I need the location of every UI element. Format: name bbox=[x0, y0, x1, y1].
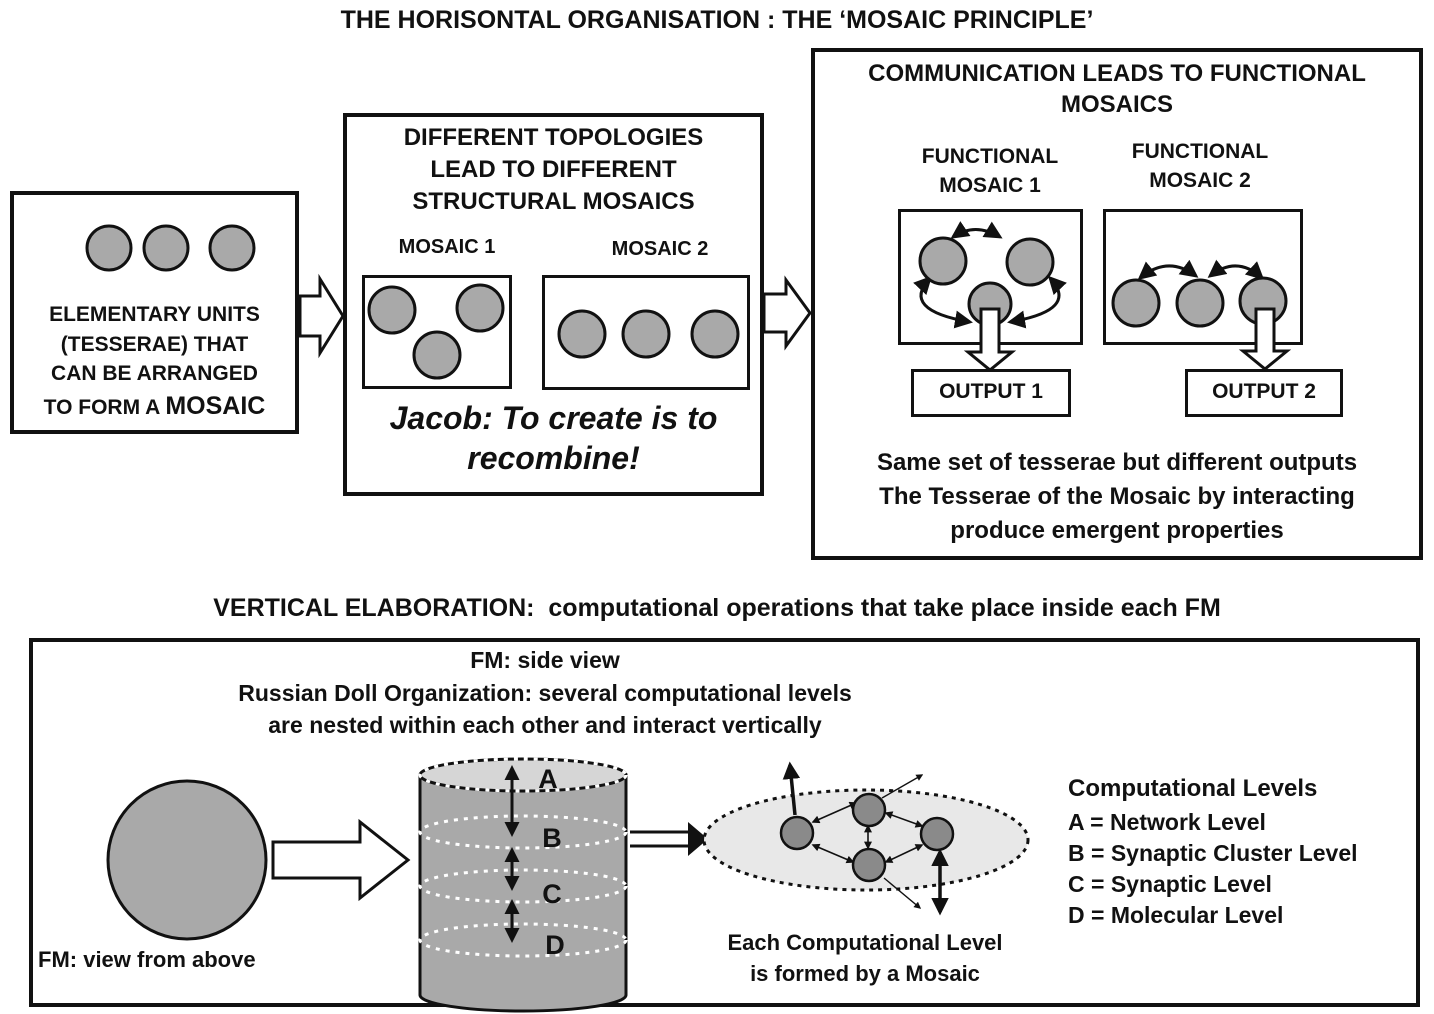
node-arrow bbox=[884, 811, 924, 828]
output-1-label: OUTPUT 1 bbox=[939, 380, 1043, 403]
tessera bbox=[1111, 278, 1161, 328]
vertical-level-arrow bbox=[782, 761, 801, 816]
view-from-above-label: FM: view from above bbox=[38, 947, 256, 972]
output-2-label: OUTPUT 2 bbox=[1212, 380, 1316, 403]
tessera bbox=[85, 224, 133, 272]
tessera bbox=[621, 309, 671, 359]
level-node bbox=[851, 792, 887, 828]
level-node bbox=[851, 847, 887, 883]
tessera bbox=[208, 224, 256, 272]
node-arrow bbox=[811, 801, 858, 824]
page-title: THE HORISONTAL ORGANISATION : THE ‘MOSAI… bbox=[340, 6, 1094, 34]
level-ring-b bbox=[418, 814, 628, 850]
interaction-arrow bbox=[913, 275, 973, 329]
mosaic-caption-line-1: Each Computational Level bbox=[727, 930, 1003, 955]
mosaic-caption-line-2: is formed by a Mosaic bbox=[750, 961, 980, 986]
tessera bbox=[367, 285, 417, 335]
tessera bbox=[918, 236, 968, 286]
level-ring-d bbox=[418, 922, 628, 958]
fm2-label-line-1: FUNCTIONAL bbox=[1131, 140, 1269, 163]
jacob-quote-line-1: Jacob: To create is to bbox=[389, 400, 718, 436]
mosaic-emphasis: MOSAIC bbox=[165, 392, 266, 420]
node-arrow bbox=[884, 844, 924, 863]
level-d: D = Molecular Level bbox=[1068, 902, 1284, 928]
level-ring-c bbox=[418, 868, 628, 904]
elementary-units-line-2: (TESSERAE) THAT bbox=[60, 333, 249, 356]
elementary-units-line-4: TO FORM A MOSAIC bbox=[10, 392, 299, 421]
tessera bbox=[1175, 278, 1225, 328]
russian-doll-line-1: Russian Doll Organization: several compu… bbox=[238, 680, 852, 706]
russian-doll-line-2: are nested within each other and interac… bbox=[268, 712, 822, 738]
output-arrow-1 bbox=[963, 307, 1017, 372]
vertical-heading-rest: computational operations that take place… bbox=[534, 594, 1221, 622]
vertical-heading-bold: VERTICAL ELABORATION: bbox=[213, 594, 535, 622]
tessera bbox=[455, 283, 505, 333]
level-a: A = Network Level bbox=[1068, 809, 1266, 835]
tessera bbox=[557, 309, 607, 359]
tessera bbox=[142, 224, 190, 272]
level-b: B = Synaptic Cluster Level bbox=[1068, 840, 1358, 866]
tessera bbox=[1005, 237, 1055, 287]
functional-caption-2: The Tesserae of the Mosaic by interactin… bbox=[879, 483, 1355, 510]
fm2-label-line-2: MOSAIC 2 bbox=[1149, 169, 1251, 192]
level-ring-a bbox=[418, 757, 628, 793]
vertical-elaboration-heading: VERTICAL ELABORATION: computational oper… bbox=[0, 594, 1434, 623]
cylinder-letter-d: D bbox=[545, 930, 565, 960]
outward-arrow bbox=[881, 774, 924, 799]
arrow-to-level-mosaic bbox=[688, 822, 708, 856]
cylinder-letter-c: C bbox=[542, 879, 562, 909]
node-arrow bbox=[811, 843, 855, 864]
interaction-arrow bbox=[1007, 275, 1067, 329]
tessera bbox=[412, 330, 462, 380]
outward-arrow bbox=[883, 877, 922, 909]
arrow-to-functional bbox=[762, 275, 812, 351]
cylinder-letter-a: A bbox=[538, 764, 558, 794]
mosaic-2-label: MOSAIC 2 bbox=[611, 238, 709, 260]
functional-heading-1: COMMUNICATION LEADS TO FUNCTIONAL bbox=[868, 60, 1366, 87]
cylinder-body bbox=[418, 773, 628, 1013]
interaction-arrow bbox=[950, 221, 1003, 239]
level-node bbox=[779, 815, 815, 851]
mosaic-1-label: MOSAIC 1 bbox=[398, 236, 496, 258]
elementary-units-line-3: CAN BE ARRANGED bbox=[51, 362, 258, 385]
functional-caption-1: Same set of tesserae but different outpu… bbox=[876, 449, 1358, 476]
output-arrow-2 bbox=[1238, 307, 1292, 371]
output-2-box bbox=[1185, 369, 1343, 417]
interaction-arrow bbox=[1207, 259, 1265, 281]
level-node bbox=[919, 816, 955, 852]
jacob-quote-line-2: recombine! bbox=[467, 440, 640, 476]
form-a-text: TO FORM A bbox=[43, 396, 166, 419]
functional-caption-3: produce emergent properties bbox=[950, 517, 1284, 544]
fm1-label-line-1: FUNCTIONAL bbox=[921, 145, 1059, 168]
arrow-to-cylinder bbox=[271, 818, 411, 902]
structural-heading-2: LEAD TO DIFFERENT bbox=[430, 156, 677, 183]
functional-heading-2: MOSAICS bbox=[1060, 91, 1173, 118]
cylinder-letter-b: B bbox=[542, 823, 562, 853]
level-c: C = Synaptic Level bbox=[1068, 871, 1272, 897]
interaction-arrow bbox=[1137, 259, 1199, 280]
tessera bbox=[690, 309, 740, 359]
fm1-label-line-2: MOSAIC 1 bbox=[939, 174, 1041, 197]
structural-heading-3: STRUCTURAL MOSAICS bbox=[412, 188, 695, 215]
elementary-units-line-1: ELEMENTARY UNITS bbox=[49, 303, 260, 326]
arrow-to-structural bbox=[298, 273, 345, 359]
side-view-title: FM: side view bbox=[470, 647, 620, 673]
levels-title: Computational Levels bbox=[1068, 775, 1318, 802]
structural-heading-1: DIFFERENT TOPOLOGIES bbox=[403, 124, 704, 151]
fm-top-view-circle bbox=[106, 779, 268, 941]
